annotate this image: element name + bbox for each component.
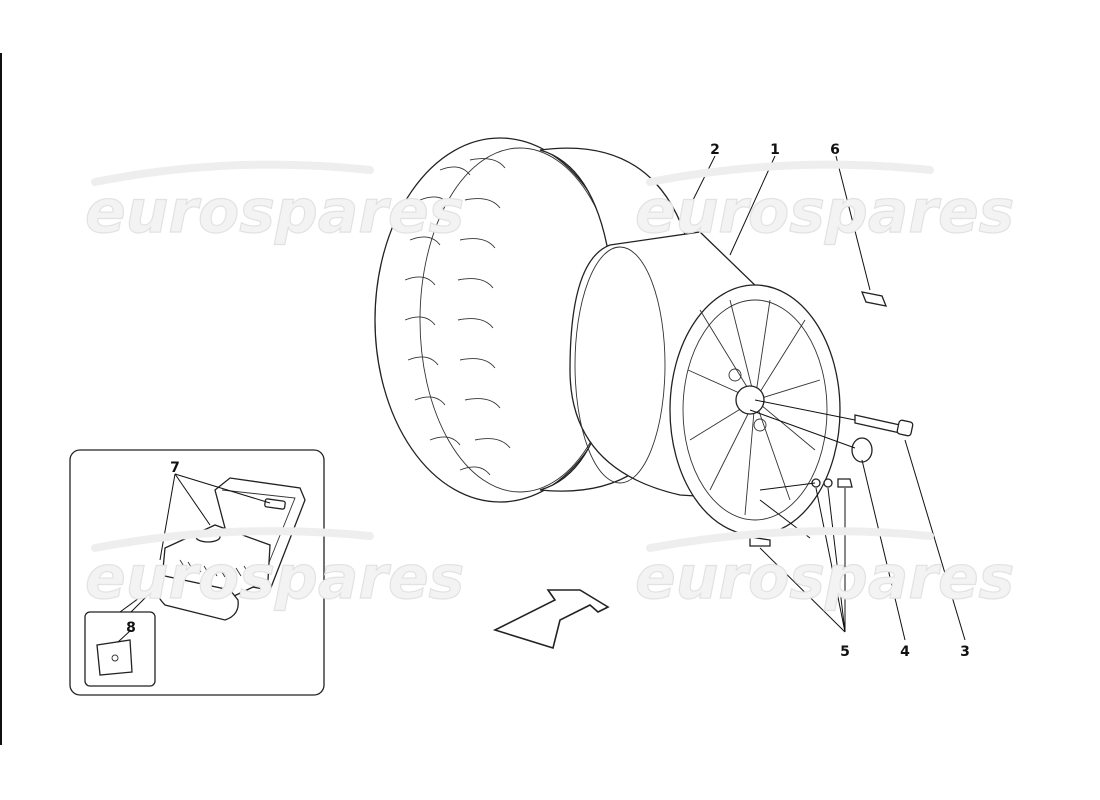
- valve-parts: [749, 478, 853, 547]
- page-border-line: [0, 53, 2, 745]
- watermark-top-left: eurospares: [84, 160, 465, 248]
- watermark-top-right: eurospares: [634, 160, 1015, 248]
- svg-text:eurospares: eurospares: [85, 177, 464, 247]
- callout-3: 3: [960, 644, 970, 660]
- direction-arrow-icon: [492, 589, 610, 650]
- callout-1: 1: [770, 142, 780, 158]
- callout-7: 7: [170, 460, 180, 476]
- callout-4: 4: [900, 644, 910, 660]
- svg-text:eurospares: eurospares: [635, 543, 1014, 613]
- callout-6: 6: [830, 142, 840, 158]
- callout-2: 2: [710, 142, 720, 158]
- callout-5: 5: [840, 644, 850, 660]
- svg-text:eurospares: eurospares: [635, 177, 1014, 247]
- repair-kit-inset: [69, 449, 325, 696]
- hub-cap-emblem: [851, 437, 873, 463]
- wheel-badge: [860, 291, 888, 307]
- wheel-bolt: [854, 414, 914, 437]
- wheel-rim: [569, 231, 841, 536]
- svg-text:eurospares: eurospares: [85, 543, 464, 613]
- watermark-bottom-right: eurospares: [634, 527, 1015, 614]
- watermark-bottom-left: eurospares: [84, 527, 465, 614]
- callout-8: 8: [126, 620, 136, 636]
